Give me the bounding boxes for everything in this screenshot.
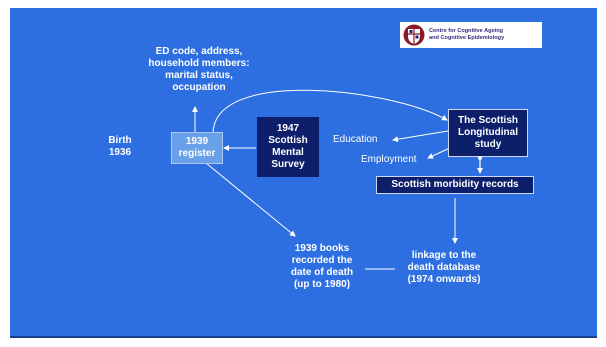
connector-arrows (192, 89, 483, 270)
linkage-line-2: death database (407, 262, 481, 273)
curve-longitudinal-to-register (212, 89, 448, 135)
longitudinal-study-box: The Scottish Longitudinal study (448, 109, 528, 157)
longitudinal-line-2: Longitudinal (457, 127, 518, 138)
birth-line-1: Birth (108, 135, 132, 146)
linkage-line-1: linkage to the (411, 250, 477, 261)
employment-label: Employment (361, 154, 417, 165)
ed-code-line-2: household members: (148, 58, 250, 69)
ed-code-label: ED code, address, household members: mar… (128, 46, 270, 94)
ed-code-line-3: marital status, (165, 70, 233, 81)
mental-survey-box: 1947 Scottish Mental Survey (257, 117, 319, 177)
birth-line-2: 1936 (108, 147, 132, 158)
university-crest-icon (403, 24, 425, 46)
books-line-3: date of death (290, 267, 354, 278)
survey-line-4: Survey (271, 159, 305, 170)
register-line-2: register (178, 148, 216, 159)
longitudinal-line-3: study (474, 139, 502, 150)
longitudinal-line-1: The Scottish (457, 115, 518, 126)
ed-code-line-4: occupation (172, 82, 226, 93)
slide: Centre for Cognitive Ageing and Cognitiv… (10, 8, 597, 338)
logo-line-1: Centre for Cognitive Ageing (429, 28, 504, 34)
morbidity-records-box: Scottish morbidity records (376, 176, 534, 194)
register-box: 1939 register (171, 132, 223, 164)
books-line-2: recorded the (291, 255, 353, 266)
logo-text: Centre for Cognitive Ageing and Cognitiv… (429, 28, 504, 42)
arrow-longitudinal-to-education (392, 130, 449, 143)
register-line-1: 1939 (185, 136, 209, 147)
logo-line-2: and Cognitive Epidemiology (429, 35, 505, 41)
survey-line-1: 1947 (276, 123, 300, 134)
institution-logo: Centre for Cognitive Ageing and Cognitiv… (400, 22, 542, 48)
survey-line-2: Scottish (268, 135, 308, 146)
books-line-1: 1939 books (294, 243, 350, 254)
books-label: 1939 books recorded the date of death (u… (278, 243, 366, 291)
education-label: Education (333, 134, 378, 145)
linkage-line-3: (1974 onwards) (407, 274, 481, 285)
arrow-longitudinal-to-employment (427, 147, 451, 159)
birth-label: Birth 1936 (100, 135, 140, 159)
morbidity-label: Scottish morbidity records (391, 179, 519, 190)
linkage-label: linkage to the death database (1974 onwa… (394, 250, 494, 286)
survey-line-3: Mental (272, 147, 304, 158)
books-line-4: (up to 1980) (293, 279, 351, 290)
arrow-register-to-books (205, 162, 296, 237)
ed-code-line-1: ED code, address, (155, 46, 243, 57)
slide-bottom-bar (10, 336, 597, 338)
